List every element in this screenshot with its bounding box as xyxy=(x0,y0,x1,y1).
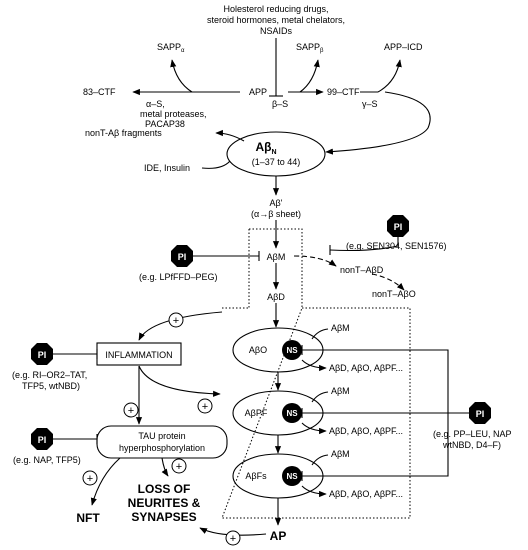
pi-example-3-line1: (e.g. RI–OR2–TAT, xyxy=(12,370,87,380)
plus-icon-1 xyxy=(168,312,184,328)
pi-example-3-line2: TFP5, wtNBD) xyxy=(22,381,80,391)
tau-label-1: TAU protein xyxy=(138,431,185,441)
abo-label: AβO xyxy=(249,345,267,355)
ns-icon-3 xyxy=(282,466,302,486)
sappb-arrow xyxy=(299,59,320,93)
ns-label-3: NS xyxy=(286,472,298,481)
inflammation-label: INFLAMMATION xyxy=(105,350,172,360)
abd-to-inflammation-arrow xyxy=(138,311,223,341)
abo-products-label: AβD, AβO, AβPF... xyxy=(329,363,403,373)
ctf99-to-abn-arrow xyxy=(325,91,431,155)
pi-example-5-line2: wtNBD, D4–F) xyxy=(442,440,501,450)
plus-icon-2 xyxy=(197,398,213,414)
drugs-line-1: Holesterol reducing drugs, xyxy=(223,4,328,14)
pi-example-5-line1: (e.g. PP–LEU, NAP xyxy=(433,429,512,439)
abpf-abm-line xyxy=(311,391,329,403)
ide-line xyxy=(201,160,231,169)
loss-label-1: LOSS OF xyxy=(138,482,191,496)
ctf83-label: 83–CTF xyxy=(83,87,116,97)
pi-badge-5-label: PI xyxy=(476,409,485,419)
abo-abm-label: AβM xyxy=(331,323,350,333)
sappa-arrow xyxy=(170,59,193,93)
nft-label: NFT xyxy=(76,511,100,525)
pi-badge-1-label: PI xyxy=(394,222,403,232)
nont-abo-label: nonT–AβO xyxy=(372,289,416,299)
abfs-products-arrow xyxy=(301,485,327,498)
beta-s-label: β–S xyxy=(272,99,288,109)
abstar-label: Aβ' xyxy=(270,198,283,208)
ns-label-2: NS xyxy=(286,409,298,418)
nont-fragments-arrow xyxy=(215,129,245,142)
loss-label-2: NEURITES & xyxy=(128,496,201,510)
abfs-abm-label: AβM xyxy=(331,449,350,459)
tau-to-nft-arrow xyxy=(90,457,121,506)
dotted-frame-main xyxy=(221,307,411,519)
sappb-label: SAPPβ xyxy=(296,42,324,54)
plus-icon-4 xyxy=(82,470,98,486)
ctf99-label: 99–CTF xyxy=(327,87,360,97)
tau-label-2: hyperphosphorylation xyxy=(119,443,205,453)
sappa-label: SAPPα xyxy=(157,42,185,54)
pi-badge-2: PI xyxy=(171,245,193,267)
abpf-products-label: AβD, AβO, AβPF... xyxy=(329,426,403,436)
pi-badge-5: PI xyxy=(469,402,491,424)
abm-label: AβM xyxy=(267,252,286,262)
abfs-abm-line xyxy=(311,454,329,466)
ns-icon-2 xyxy=(282,403,302,423)
plus-label-1: + xyxy=(173,315,179,327)
abpf-products-arrow xyxy=(301,422,327,435)
abm-to-nont-abd-arrow xyxy=(293,255,337,267)
abstar-transition: (α→β sheet) xyxy=(251,209,301,219)
pi-badge-4: PI xyxy=(31,428,53,450)
nont-abd-to-nont-abo-arrow xyxy=(371,273,405,291)
plus-label-6: + xyxy=(230,533,236,545)
pi-badge-3: PI xyxy=(31,343,53,365)
plus-label-3: + xyxy=(128,405,134,417)
drugs-line-2: steroid hormones, metal chelators, xyxy=(207,15,345,25)
inflammation-to-cascade-arrow xyxy=(138,365,221,397)
plus-label-2: + xyxy=(202,401,208,413)
pi-badge-4-label: PI xyxy=(38,435,47,445)
ns-label-1: NS xyxy=(286,346,298,355)
app-icd-label: APP–ICD xyxy=(384,42,423,52)
pi-badge-2-label: PI xyxy=(178,252,187,262)
gamma-s-label: γ–S xyxy=(362,99,378,109)
tau-to-loss-arrow xyxy=(161,457,169,477)
alpha-s-label-2: metal proteases, xyxy=(140,109,207,119)
abd-label: AβD xyxy=(267,292,285,302)
pi-example-4: (e.g. NAP, TFP5) xyxy=(13,455,81,465)
drugs-line-3: NSAIDs xyxy=(260,26,293,36)
plus-icon-3 xyxy=(123,402,139,418)
alpha-s-label-3: PACAP38 xyxy=(145,119,185,129)
pi1-inhibition-line xyxy=(329,234,399,252)
abfs-products-label: AβD, AβO, AβPF... xyxy=(329,489,403,499)
app-icd-arrow xyxy=(377,59,402,93)
nont-abd-label: nonT–AβD xyxy=(340,265,384,275)
abn-range: (1–37 to 44) xyxy=(252,157,301,167)
abo-abm-line xyxy=(311,328,329,340)
plus-icon-5 xyxy=(171,458,187,474)
abpf-label: AβPF xyxy=(245,408,268,418)
ap-label: AP xyxy=(270,529,287,543)
pi-example-1: (e.g. SEN304, SEN1576) xyxy=(346,241,447,251)
loss-label-3: SYNAPSES xyxy=(131,510,196,524)
ide-insulin-label: IDE, Insulin xyxy=(144,163,190,173)
nont-fragments-label: nonT-Aβ fragments xyxy=(85,128,162,138)
plus-label-5: + xyxy=(176,461,182,473)
abo-products-arrow xyxy=(301,359,327,372)
alpha-s-label: α–S, xyxy=(146,99,165,109)
abpf-abm-label: AβM xyxy=(331,386,350,396)
plus-icon-6 xyxy=(225,530,241,546)
pi-badge-1: PI xyxy=(387,215,409,237)
abn-label: AβN xyxy=(255,140,276,156)
abfs-label: AβFs xyxy=(245,471,267,481)
app-label: APP xyxy=(249,87,267,97)
pi-badge-3-label: PI xyxy=(38,350,47,360)
plus-label-4: + xyxy=(87,473,93,485)
ns-icon-1 xyxy=(282,340,302,360)
pi-example-2: (e.g. LPfFFD–PEG) xyxy=(139,272,218,282)
dotted-frame-upper xyxy=(249,228,303,308)
